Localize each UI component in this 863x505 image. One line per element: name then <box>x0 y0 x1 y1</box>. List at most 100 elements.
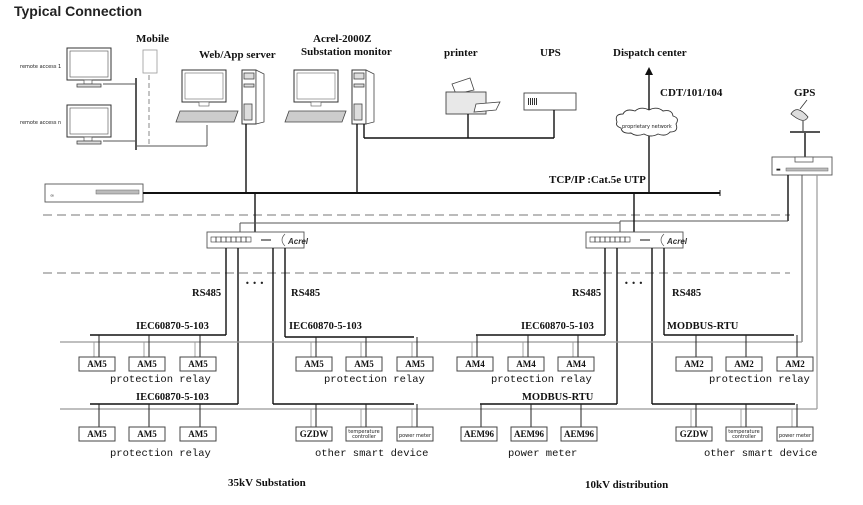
device-box: power meter <box>396 426 434 442</box>
switch-brand-right: Acrel <box>666 237 688 246</box>
acrel-switch-left: Acrel <box>206 231 309 249</box>
device-box: AM5 <box>128 426 166 442</box>
web-app-server-computer-icon <box>175 69 265 125</box>
gps-label: GPS <box>794 87 815 99</box>
device-label: AM4 <box>516 359 536 369</box>
remote-access-1-label: remote access 1 <box>20 64 61 70</box>
svg-text:∞: ∞ <box>50 193 54 199</box>
device-box: AEM96 <box>510 426 548 442</box>
protocol-label: IEC60870-5-103 <box>136 392 209 403</box>
device-label: GZDW <box>300 429 329 439</box>
printer-label: printer <box>444 47 478 59</box>
protocol-label: CDT/101/104 <box>660 87 723 99</box>
group-caption: other smart device <box>315 448 428 460</box>
rs485-label-left-b: RS485 <box>291 288 320 299</box>
acrel-switch-right: Acrel <box>585 231 688 249</box>
protocol-label: MODBUS-RTU <box>522 392 594 403</box>
group-caption: protection relay <box>709 374 810 386</box>
protocol-label: IEC60870-5-103 <box>289 321 362 332</box>
device-label: AM5 <box>188 359 208 369</box>
device-box: AM2 <box>675 356 713 372</box>
device-label: temperature <box>728 429 759 435</box>
group-caption: protection relay <box>491 374 592 386</box>
device-label: AEM96 <box>564 429 594 439</box>
device-box: AM5 <box>396 356 434 372</box>
right-group2-device-group: MODBUS-RTU AM2 AM2 AM2 protection relay <box>667 321 814 386</box>
device-box: AM5 <box>78 356 116 372</box>
device-box: power meter <box>776 426 814 442</box>
switch-brand-left: Acrel <box>287 237 309 246</box>
device-label: AM2 <box>684 359 704 369</box>
device-box: AM5 <box>128 356 166 372</box>
device-label: temperature <box>348 429 379 435</box>
device-label: controller <box>352 434 377 440</box>
protocol-label: MODBUS-RTU <box>667 321 739 332</box>
device-label: power meter <box>779 433 812 439</box>
device-label: AEM96 <box>464 429 494 439</box>
device-label: AM5 <box>87 429 107 439</box>
device-label: AM5 <box>304 359 324 369</box>
group-caption: power meter <box>508 448 577 460</box>
right-rs485-lines <box>476 248 795 405</box>
monitor-label-line2: Substation monitor <box>301 46 392 58</box>
page-title: Typical Connection <box>14 3 143 19</box>
gps-satellite-dish-icon <box>790 99 820 133</box>
remote-access-n-label: remote access n <box>20 120 61 126</box>
printer-icon <box>445 77 501 115</box>
device-box: AM5 <box>179 356 217 372</box>
device-label: AM5 <box>405 359 425 369</box>
device-box: AM2 <box>725 356 763 372</box>
group-caption: protection relay <box>110 448 211 460</box>
device-box: AM5 <box>179 426 217 442</box>
group-caption: other smart device <box>704 448 817 460</box>
section-35kv-label: 35kV Substation <box>228 477 306 489</box>
mobile-label: Mobile <box>136 33 169 45</box>
device-box: AM4 <box>456 356 494 372</box>
device-label: power meter <box>399 433 432 439</box>
dispatch-center-label: Dispatch center <box>613 47 687 59</box>
device-label: GZDW <box>680 429 709 439</box>
substation-monitor-computer-icon <box>284 69 375 125</box>
device-box: GZDW <box>675 426 713 442</box>
uplink-arrow-icon <box>645 67 653 75</box>
device-label: AM4 <box>465 359 485 369</box>
ups-label: UPS <box>540 47 561 59</box>
section-10kv-label: 10kV distribution <box>585 479 668 491</box>
device-label: AM2 <box>785 359 805 369</box>
web-app-server-label: Web/App server <box>199 49 276 61</box>
remote-access-1-monitor-icon <box>66 47 112 88</box>
device-box: AM5 <box>78 426 116 442</box>
device-box: AM5 <box>295 356 333 372</box>
device-box: AM2 <box>776 356 814 372</box>
gps-time-server-icon: ▬ <box>771 156 833 176</box>
more-ports-ellipsis-left: • • • <box>245 279 264 288</box>
right-group3-device-group: MODBUS-RTU AEM96 AEM96 AEM96 power meter <box>460 392 598 460</box>
protocol-label: IEC60870-5-103 <box>521 321 594 332</box>
bus-label: TCP/IP :Cat.5e UTP <box>549 174 646 186</box>
rs485-label-right-a: RS485 <box>572 288 601 299</box>
device-label: AM5 <box>87 359 107 369</box>
device-box: AEM96 <box>460 426 498 442</box>
device-label: AM5 <box>188 429 208 439</box>
rs485-label-right-b: RS485 <box>672 288 701 299</box>
left-rs485-lines <box>90 248 414 405</box>
device-box: AM5 <box>345 356 383 372</box>
remote-access-n-monitor-icon <box>66 104 112 145</box>
device-label: AM5 <box>354 359 374 369</box>
device-label: AM4 <box>566 359 586 369</box>
monitor-label-line1: Acrel-2000Z <box>313 33 371 45</box>
protocol-label: IEC60870-5-103 <box>136 321 209 332</box>
device-label: AEM96 <box>514 429 544 439</box>
device-box: AM4 <box>557 356 595 372</box>
group-caption: protection relay <box>110 374 211 386</box>
svg-text:▬: ▬ <box>776 167 781 173</box>
device-label: AM2 <box>734 359 754 369</box>
